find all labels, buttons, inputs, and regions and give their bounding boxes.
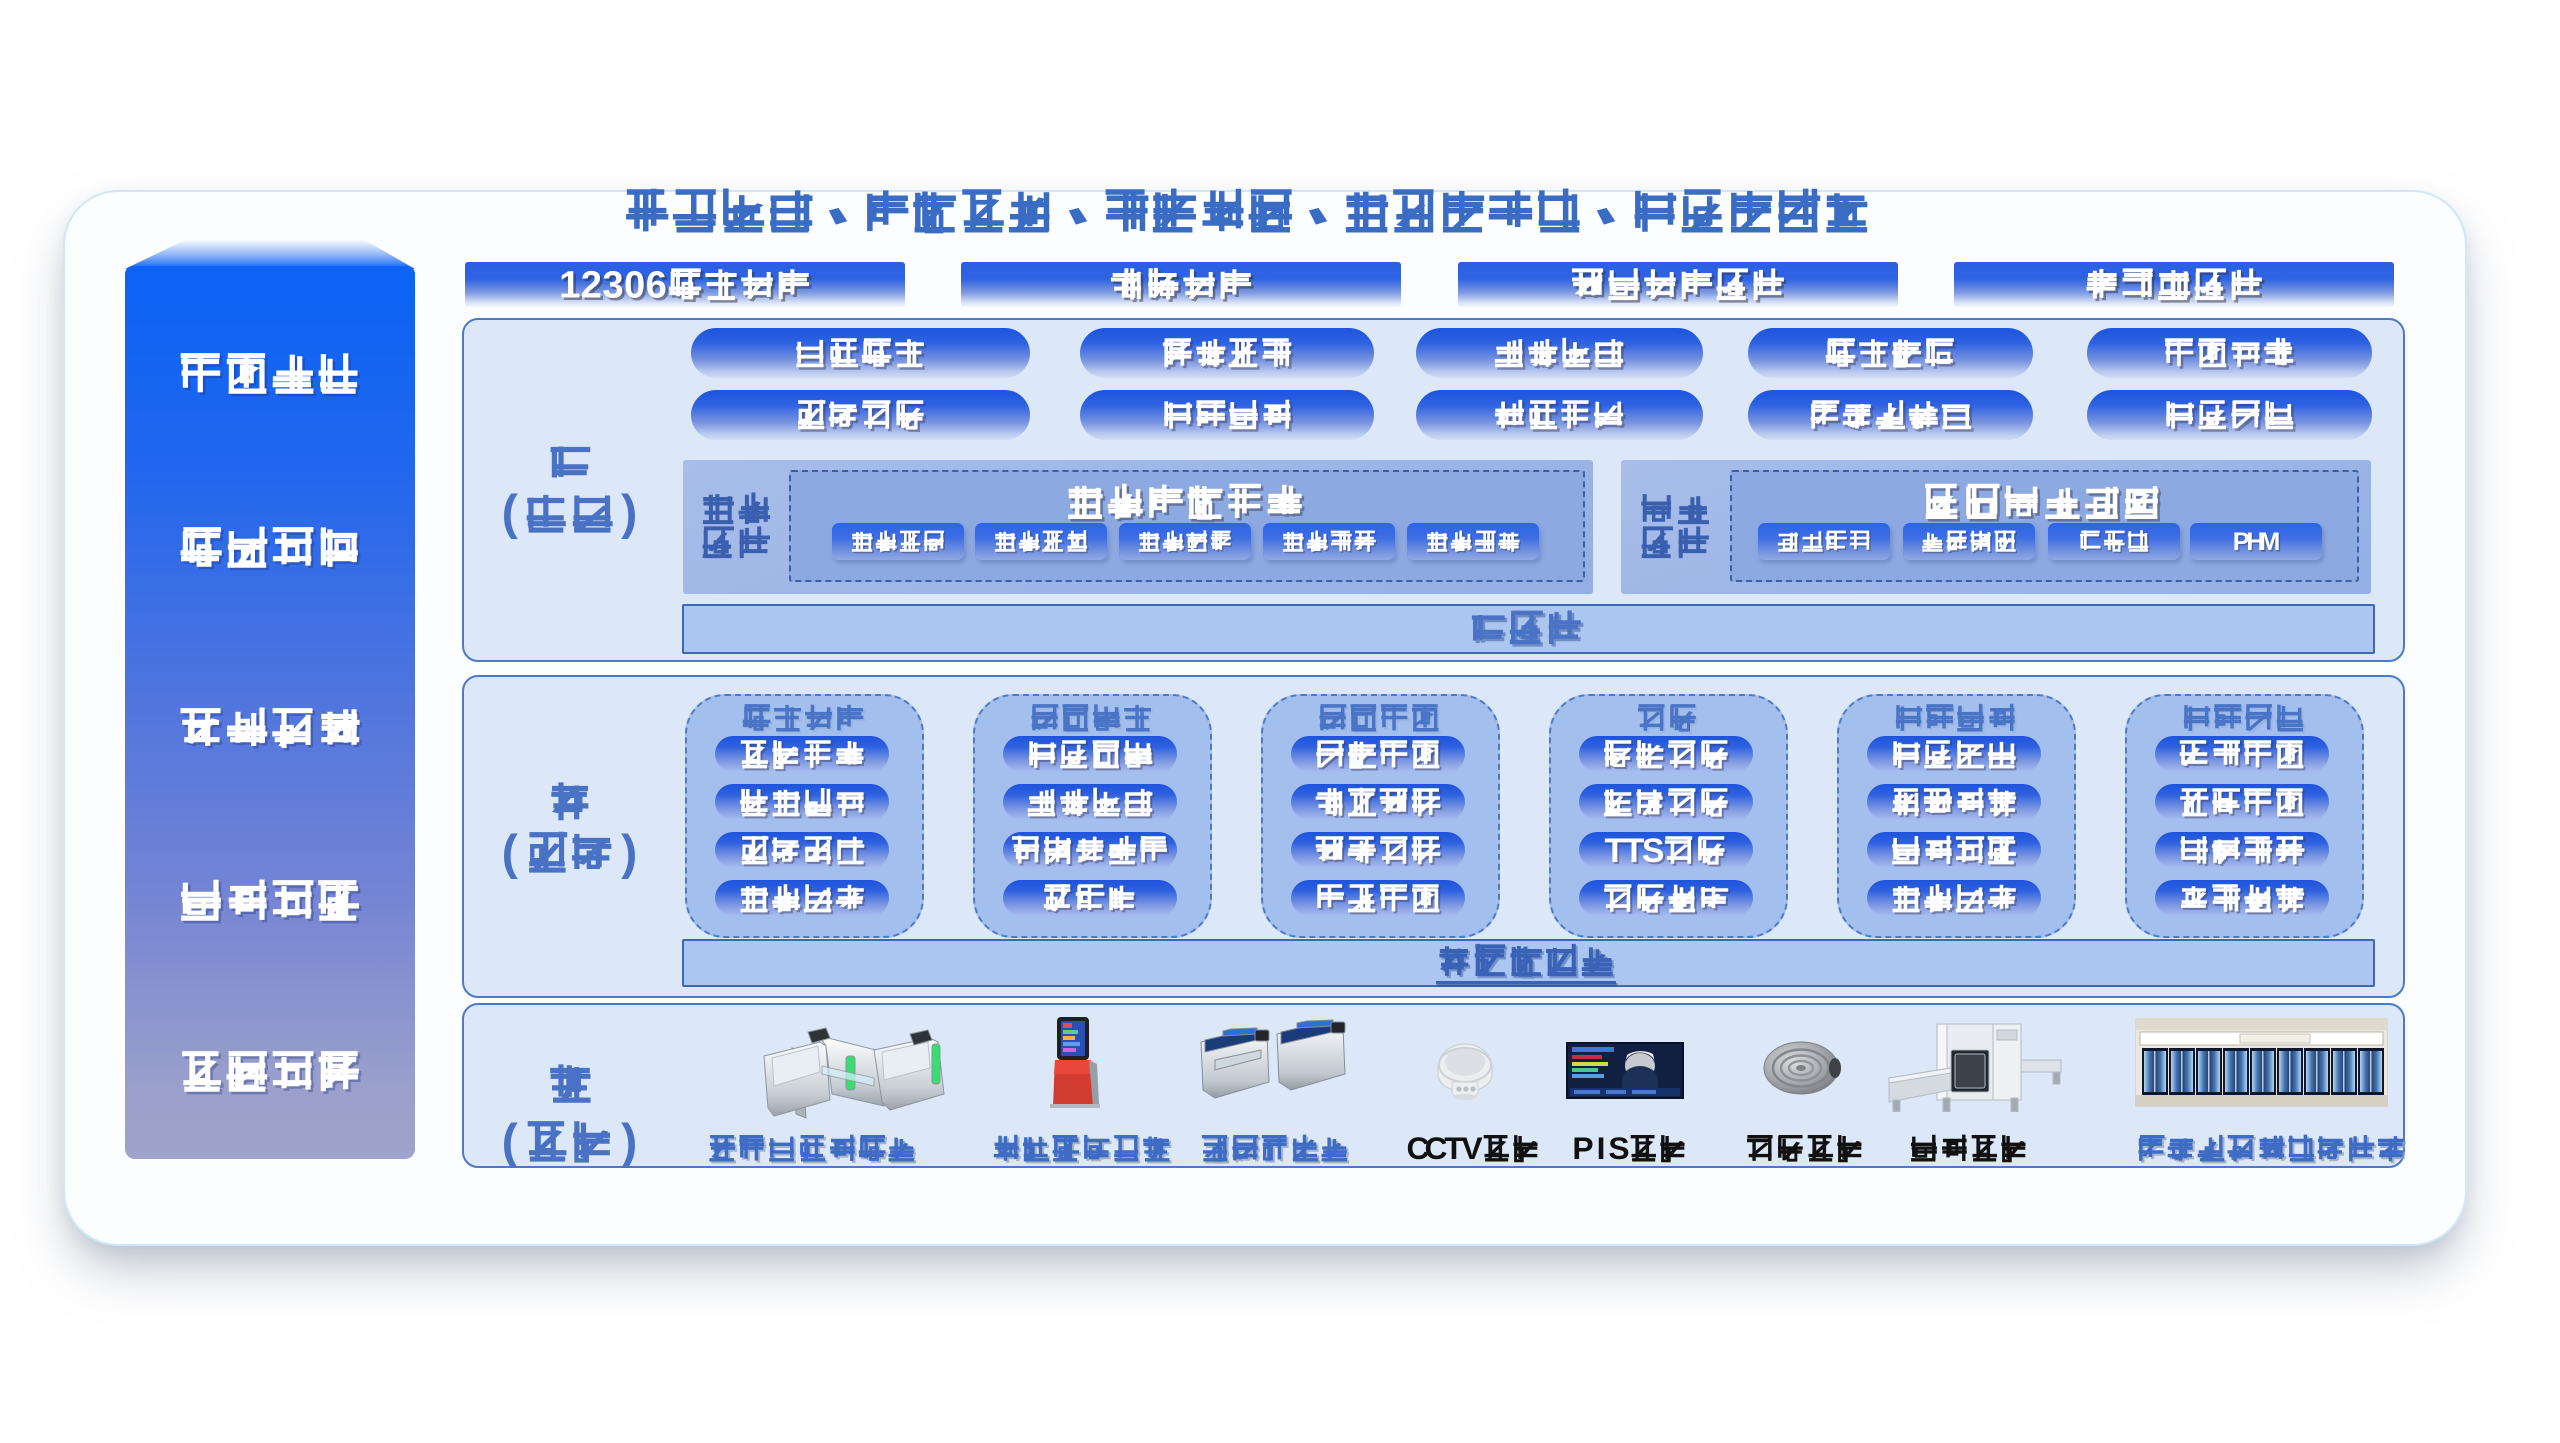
svg-text:2: 2 xyxy=(583,266,604,309)
svg-text:T: T xyxy=(1604,832,1625,870)
svg-text:6: 6 xyxy=(646,264,667,307)
svg-text:M: M xyxy=(2259,528,2280,556)
svg-text:P: P xyxy=(2233,528,2250,556)
svg-text:V: V xyxy=(1461,1130,1482,1166)
svg-text:T: T xyxy=(1626,834,1647,872)
svg-text:6: 6 xyxy=(648,266,669,309)
svg-text:(: ( xyxy=(502,486,519,540)
svg-text:C: C xyxy=(1425,1130,1448,1166)
svg-text:P: P xyxy=(1572,1130,1593,1166)
svg-text:S: S xyxy=(1644,834,1667,872)
svg-text:T: T xyxy=(1606,834,1627,872)
svg-text:3: 3 xyxy=(602,264,623,307)
svg-text:T: T xyxy=(1444,1130,1464,1166)
svg-text:0: 0 xyxy=(626,266,647,309)
svg-text:1: 1 xyxy=(559,264,580,307)
svg-text:(: ( xyxy=(502,826,519,880)
svg-text:T: T xyxy=(1624,832,1645,870)
svg-text:2: 2 xyxy=(581,264,602,307)
svg-text:(: ( xyxy=(502,1115,519,1169)
svg-text:S: S xyxy=(1642,832,1665,870)
svg-text:I: I xyxy=(1597,1130,1606,1166)
svg-text:P: P xyxy=(2234,529,2251,557)
svg-text:C: C xyxy=(1407,1130,1430,1166)
svg-text:M: M xyxy=(2261,529,2282,557)
svg-text:0: 0 xyxy=(624,264,645,307)
svg-text:S: S xyxy=(1608,1130,1629,1166)
svg-text:): ) xyxy=(621,1115,637,1169)
svg-text:3: 3 xyxy=(605,266,626,309)
svg-text:1: 1 xyxy=(562,266,583,309)
svg-text:H: H xyxy=(2248,529,2266,557)
svg-text:H: H xyxy=(2246,528,2264,556)
svg-text:): ) xyxy=(621,826,637,880)
svg-text:): ) xyxy=(621,486,637,540)
